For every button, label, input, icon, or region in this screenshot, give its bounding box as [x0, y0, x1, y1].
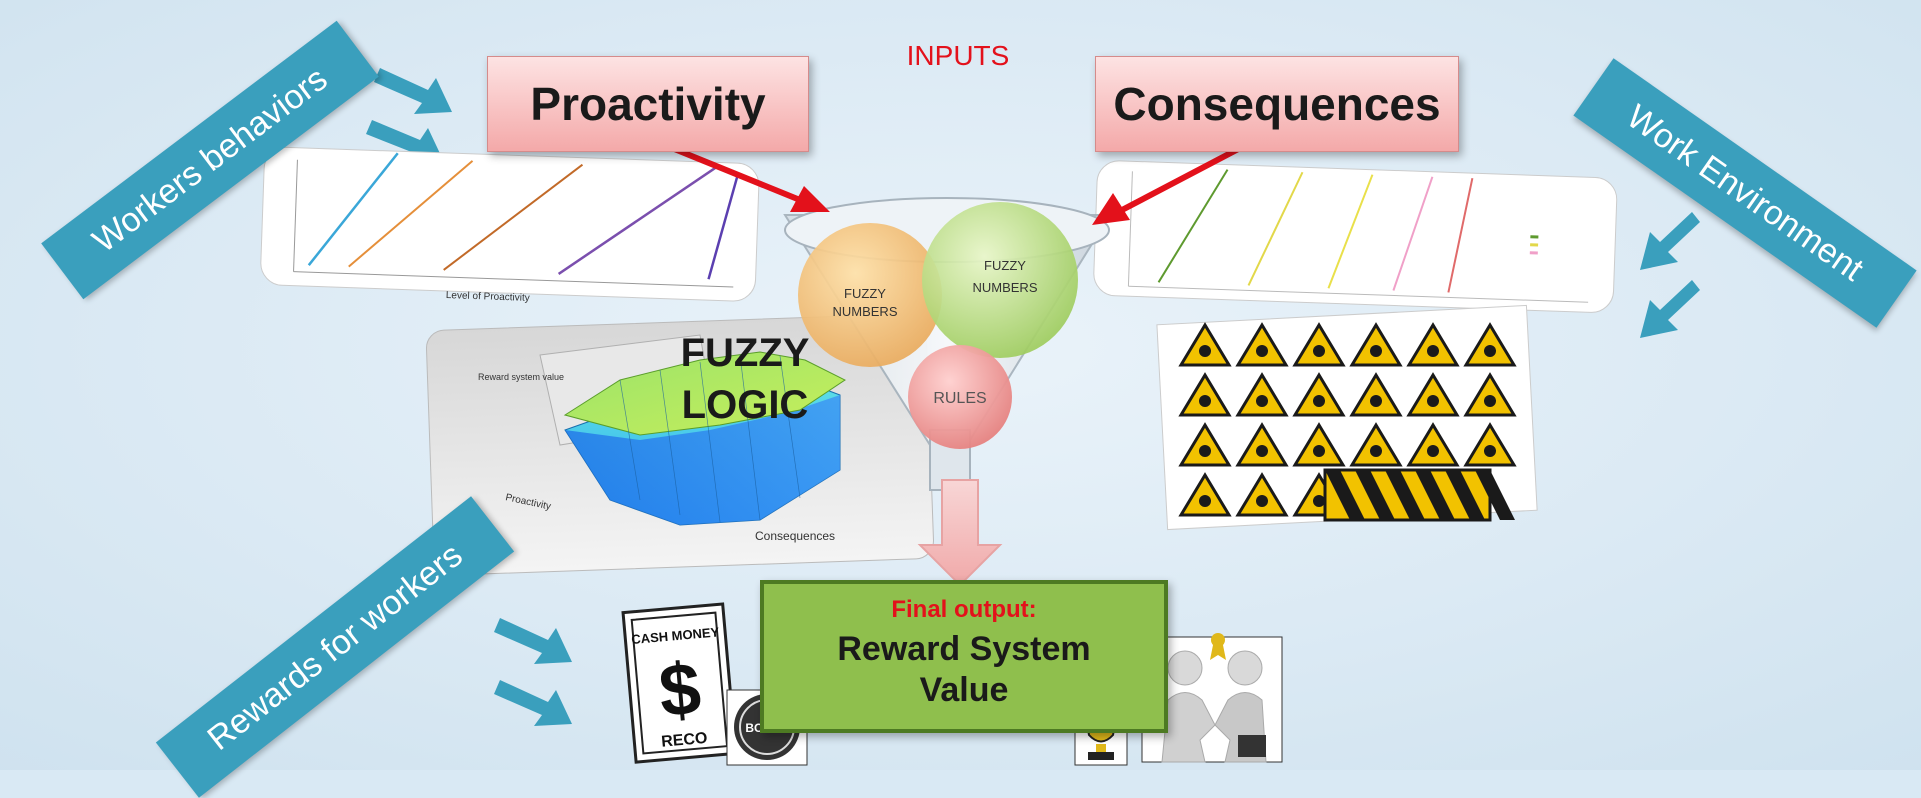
hazard-sign-icon: [1178, 472, 1232, 517]
hazard-signs: [1178, 322, 1517, 522]
fuzzy-numbers-left-circle: [798, 223, 942, 367]
fuzzy-numbers-right-circle: [922, 202, 1078, 358]
proactivity-chart-xlabel: Level of Proactivity: [446, 290, 530, 304]
fuzzy-logic-label-line1: FUZZY: [681, 331, 810, 375]
hazard-sign-icon: [1178, 372, 1232, 417]
hazard-sign-icon: [1178, 322, 1232, 367]
record-text: RECO: [661, 730, 709, 751]
hazard-sign-icon: [1235, 472, 1289, 517]
fuzzy-logic-label-line2: LOGIC: [682, 383, 809, 427]
final-output-label: Final output:: [891, 596, 1037, 623]
cash-money-icon: CASH MONEY $ RECO: [621, 602, 738, 764]
proactivity-chart: Level of Proactivity: [260, 146, 760, 304]
hazard-sign-icon: [1235, 322, 1289, 367]
blue-arrows-bottom-left: [494, 618, 572, 726]
hazard-sign-icon: [1406, 422, 1460, 467]
hazard-sign-icon: [1463, 422, 1517, 467]
down-arrow: [917, 479, 1003, 587]
reward-system-value-line1: Reward System: [837, 630, 1091, 668]
hazard-sign-icon: [1406, 372, 1460, 417]
surface-plot-zlabel: Reward system value: [478, 372, 564, 382]
surface-plot-ylabel: Consequences: [755, 529, 835, 543]
rules-circle: [908, 345, 1012, 449]
final-output-box: Final output: Reward System Value: [760, 580, 1168, 733]
hazard-sign-icon: [1235, 372, 1289, 417]
blue-arrows-right: [1640, 212, 1700, 338]
hazard-sign-icon: [1178, 422, 1232, 467]
surface-plot: Reward system value Proactivity Conseque…: [425, 313, 934, 576]
hazard-sign-icon: [1406, 322, 1460, 367]
consequences-chart: [1093, 160, 1618, 313]
rules-label: RULES: [933, 390, 986, 407]
hazard-sign-icon: [1349, 372, 1403, 417]
inputs-title: INPUTS: [907, 40, 1010, 71]
reward-system-value-line2: Value: [919, 671, 1009, 709]
dollar-sign: $: [656, 646, 704, 732]
hazard-sign-icon: [1463, 372, 1517, 417]
hazard-sign-icon: [1349, 322, 1403, 367]
consequences-input-box: Consequences: [1095, 56, 1459, 152]
hazard-sign-icon: [1292, 372, 1346, 417]
proactivity-input-box: Proactivity: [487, 56, 809, 152]
hazard-sign-icon: [1235, 422, 1289, 467]
hazard-sign-icon: [1463, 322, 1517, 367]
hazard-sign-icon: [1292, 422, 1346, 467]
hazard-stripe-bar: [1323, 468, 1515, 522]
hazard-sign-icon: [1349, 422, 1403, 467]
hazard-sign-icon: [1292, 322, 1346, 367]
